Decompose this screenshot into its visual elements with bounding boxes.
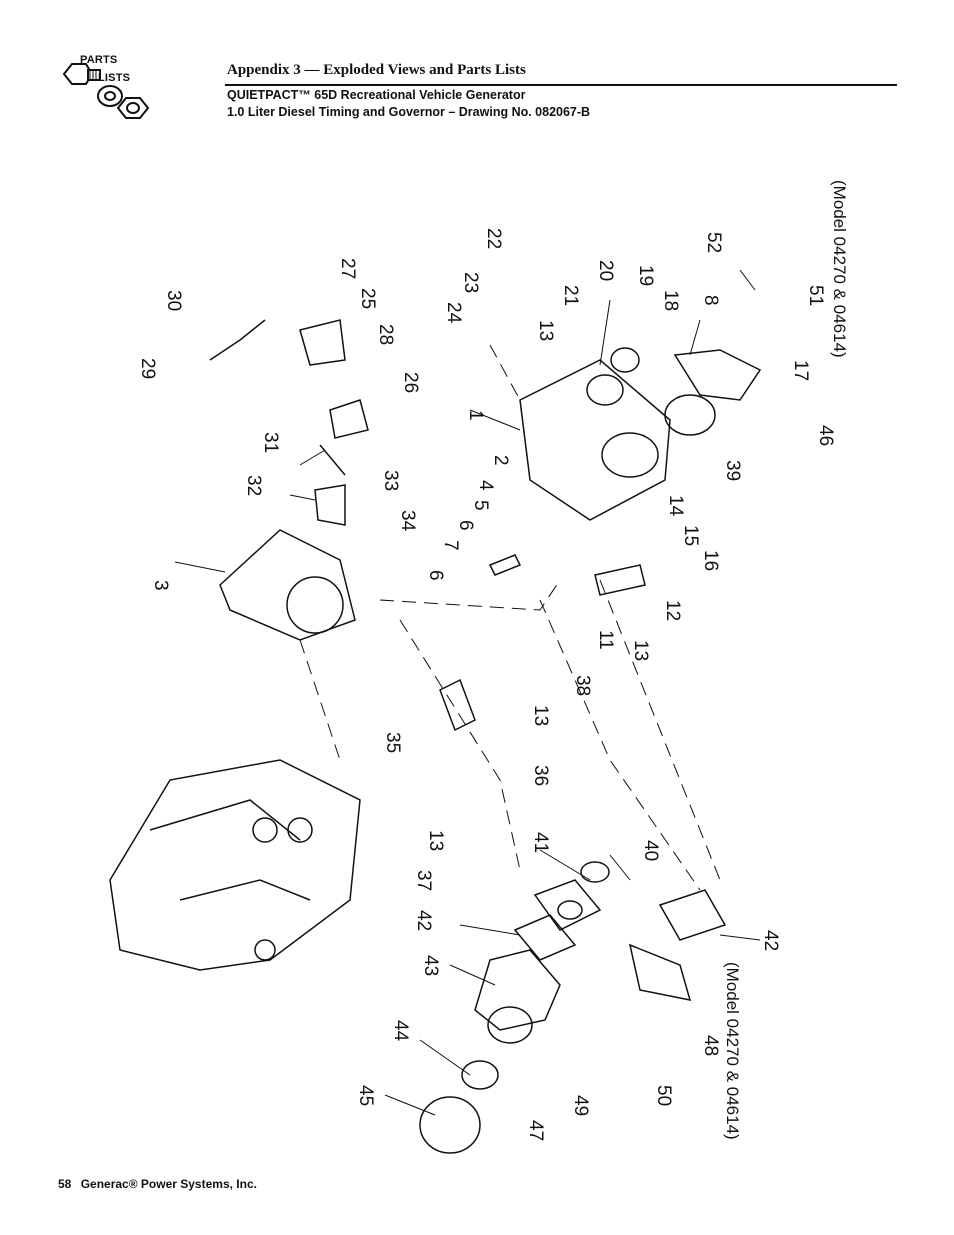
model-note-top: (Model 04270 & 04614) — [830, 180, 849, 358]
callout-label: 49 — [570, 1095, 591, 1116]
gasket-right — [658, 889, 727, 941]
callout-label: 45 — [355, 1085, 376, 1106]
engine-block — [109, 759, 361, 971]
callout-label: 19 — [635, 265, 656, 286]
timing-case-housing — [519, 359, 671, 521]
callout-label: 16 — [700, 550, 721, 571]
callout-label: 37 — [413, 870, 434, 891]
callout-label: 30 — [163, 290, 184, 311]
model-note-bottom: (Model 04270 & 04614) — [723, 962, 742, 1140]
callout-label: 13 — [425, 830, 446, 851]
callout-label: 28 — [375, 324, 396, 345]
callout-label: 13 — [630, 640, 651, 661]
mounting-bracket — [628, 943, 692, 1001]
page-title: Appendix 3 — Exploded Views and Parts Li… — [227, 62, 526, 78]
footer-company: Generac® Power Systems, Inc. — [80, 1177, 257, 1191]
linkage-rod — [209, 319, 266, 361]
callout-label: 23 — [460, 272, 481, 293]
callout-label: 39 — [722, 460, 743, 481]
control-lever — [594, 564, 646, 596]
gasket-left — [513, 914, 577, 961]
drawing-parts — [109, 319, 762, 1154]
callout-label: 42 — [413, 910, 434, 931]
leader-lines — [174, 269, 761, 1116]
callout-label: 43 — [420, 955, 441, 976]
callout-label: 50 — [653, 1085, 674, 1106]
callout-label: 4 — [475, 480, 496, 491]
gasket-bore — [286, 576, 344, 634]
callout-label: 3 — [150, 580, 171, 591]
callout-label: 2 — [490, 455, 511, 466]
callout-label: 24 — [443, 302, 464, 324]
page-number: 58 — [58, 1177, 72, 1191]
page-subtitle-drawing: 1.0 Liter Diesel Timing and Governor – D… — [227, 105, 591, 119]
throttle-bracket — [439, 678, 476, 732]
timing-cover-gasket — [219, 529, 356, 641]
page-subtitle-model: QUIETPACT™ 65D Recreational Vehicle Gene… — [227, 88, 526, 102]
callout-label: 31 — [260, 432, 281, 453]
callout-label: 44 — [390, 1020, 411, 1042]
callout-label: 15 — [680, 525, 701, 546]
callout-label: 8 — [700, 295, 721, 306]
oil-seal — [610, 347, 640, 373]
callout-labels: 1 2 3 4 5 6 6 7 8 11 12 13 13 13 13 14 1… — [137, 180, 849, 1141]
bracket — [299, 319, 346, 366]
callout-label: 33 — [380, 470, 401, 491]
logo-text-parts: PARTS — [80, 54, 118, 66]
callout-label: 21 — [560, 285, 581, 306]
callout-label: 40 — [640, 840, 661, 861]
callout-label: 36 — [530, 765, 551, 786]
callout-label: 51 — [805, 285, 826, 306]
callout-label: 1 — [465, 410, 486, 421]
callout-label: 46 — [815, 425, 836, 446]
logo-text-lists: LISTS — [98, 72, 131, 84]
page-footer: 58 Generac® Power Systems, Inc. — [58, 1177, 257, 1191]
lever-bracket — [329, 399, 369, 439]
exploded-view-drawing: 1 2 3 4 5 6 6 7 8 11 12 13 13 13 13 14 1… — [109, 180, 849, 1154]
callout-label: 11 — [595, 630, 616, 650]
callout-label: 7 — [440, 540, 461, 551]
callout-label: 20 — [595, 260, 616, 281]
callout-label: 26 — [400, 372, 421, 393]
callout-label: 35 — [382, 732, 403, 753]
callout-label: 41 — [530, 832, 551, 853]
adapter-plate — [533, 879, 602, 931]
callout-label: 48 — [700, 1035, 721, 1056]
callout-label: 5 — [470, 500, 491, 511]
filter-cap — [419, 1096, 481, 1154]
callout-label: 34 — [397, 510, 418, 532]
o-ring-small — [580, 861, 610, 883]
callout-label: 47 — [525, 1120, 546, 1141]
callout-label: 32 — [243, 475, 264, 496]
engine-block-detail — [149, 799, 311, 901]
callout-label: 22 — [483, 228, 504, 249]
pump-housing — [474, 949, 561, 1031]
callout-label: 14 — [665, 495, 686, 517]
parts-lists-logo: PARTS LISTS — [58, 52, 158, 132]
callout-label: 27 — [337, 258, 358, 279]
callout-label: 6 — [455, 520, 476, 531]
governor-lever — [314, 484, 346, 526]
callout-label: 42 — [760, 930, 781, 951]
seal-ring — [461, 1060, 499, 1090]
callout-label: 13 — [530, 705, 551, 726]
bolt-and-nut-icon — [62, 63, 150, 119]
callout-label: 12 — [662, 600, 683, 621]
alignment-lines — [299, 344, 721, 891]
callout-label: 52 — [703, 232, 724, 253]
callout-label: 6 — [425, 570, 446, 581]
link — [488, 554, 522, 576]
governor-spring — [319, 444, 346, 476]
callout-label: 38 — [572, 675, 593, 696]
callout-label: 18 — [660, 290, 681, 311]
callout-label: 29 — [137, 358, 158, 379]
callout-label: 17 — [790, 360, 811, 381]
o-ring — [664, 394, 716, 436]
callout-label: 13 — [535, 320, 556, 341]
callout-label: 25 — [357, 288, 378, 309]
header-rule — [225, 84, 897, 86]
cover-plate — [673, 349, 762, 401]
